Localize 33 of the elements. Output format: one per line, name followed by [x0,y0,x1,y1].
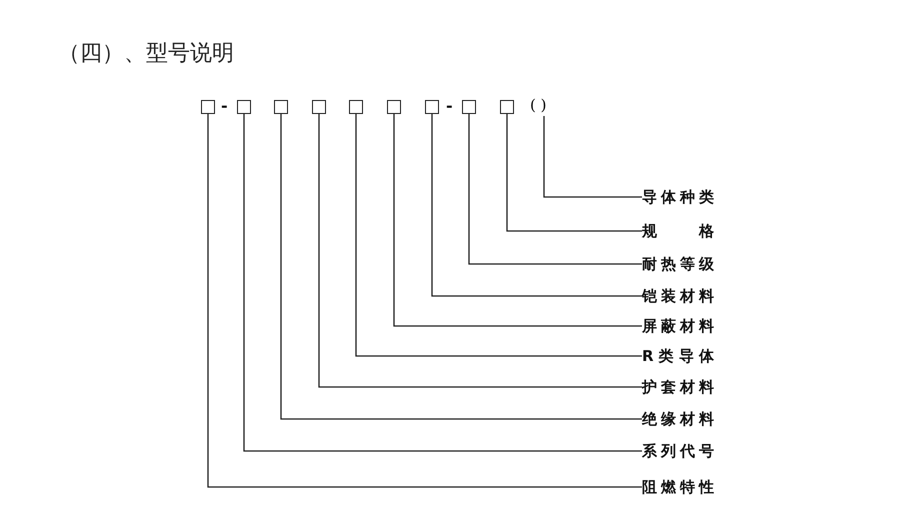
leader-line [431,114,642,297]
code-box [462,100,476,114]
title: （四）、型号说明 [58,40,234,68]
leader-line [393,114,642,327]
hyphen: - [446,96,453,115]
field-label: R类导体 [642,347,714,365]
field-label: 屏蔽材料 [642,317,714,335]
leader-line [355,114,642,357]
field-label: 阻燃特性 [642,478,714,496]
code-box [500,100,514,114]
hyphen: - [221,96,228,115]
code-box [312,100,326,114]
leader-line [318,114,642,388]
field-label: 导体种类 [642,188,714,206]
field-label: 铠装材料 [642,287,714,305]
field-label: 绝缘材料 [642,410,714,428]
code-box [274,100,288,114]
field-label: 系列代号 [642,442,714,460]
leader-line [243,114,642,452]
code-box [237,100,251,114]
parenthesis-mark: ( ) [530,96,546,114]
code-box [425,100,439,114]
field-label: 规格 [642,222,714,240]
leader-line [506,114,642,232]
code-box [201,100,215,114]
leader-line [468,114,642,265]
code-box [349,100,363,114]
code-box [387,100,401,114]
leader-line [280,114,642,420]
field-label: 耐热等级 [642,255,714,273]
field-label: 护套材料 [642,378,714,396]
leader-line [543,116,642,198]
leader-line [207,114,642,488]
